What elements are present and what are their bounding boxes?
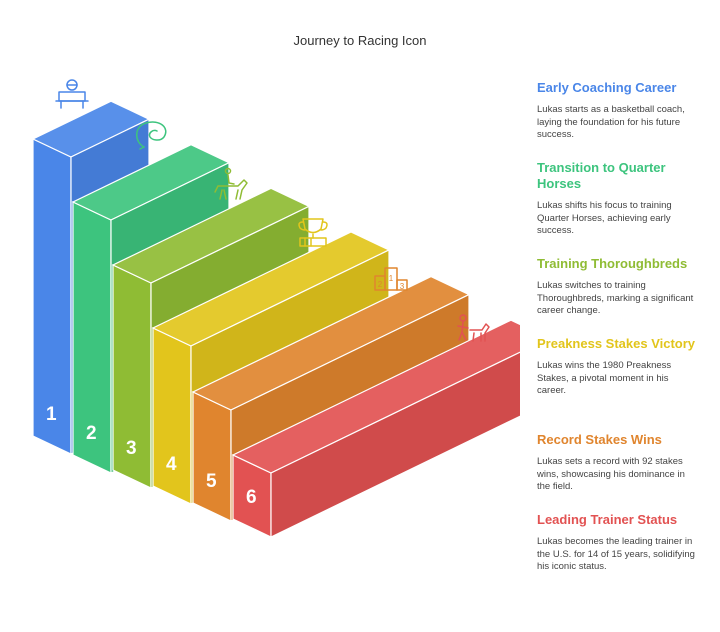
step-heading: Leading Trainer Status — [537, 512, 678, 527]
step-front-face — [152, 327, 192, 505]
step-number: 1 — [46, 404, 57, 425]
podium-place-label: 3 — [400, 282, 405, 291]
step-front-face — [192, 391, 232, 522]
step-number: 5 — [206, 471, 217, 492]
coach-podium-icon — [55, 79, 89, 109]
step-heading: Transition to Quarter Horses — [537, 160, 666, 191]
step-description: Lukas starts as a basketball coach, layi… — [537, 104, 685, 140]
step-heading: Record Stakes Wins — [537, 432, 662, 447]
step-description: Lukas shifts his focus to training Quart… — [537, 200, 672, 236]
step-description: Lukas sets a record with 92 stakes wins,… — [537, 456, 685, 492]
stair-step-6: 6 — [231, 319, 520, 538]
step-description: Lukas becomes the leading trainer in the… — [537, 536, 695, 572]
step-number: 4 — [166, 454, 177, 475]
step-heading: Training Thoroughbreds — [537, 256, 688, 271]
step-heading: Early Coaching Career — [537, 80, 677, 95]
podium-place-label: 1 — [389, 274, 394, 283]
horse-rider-icon — [214, 167, 248, 200]
winners-podium-icon: 213 — [374, 267, 408, 291]
horseshoe-icon — [136, 121, 167, 150]
trainer-horse-icon — [457, 314, 490, 342]
podium-place-label: 2 — [378, 280, 383, 289]
step-number: 6 — [246, 487, 257, 508]
step-top-face — [231, 319, 520, 474]
step-number: 3 — [126, 438, 137, 459]
trophy-icon — [298, 218, 328, 247]
diagram-title: Journey to Racing Icon — [293, 33, 427, 48]
step-heading: Preakness Stakes Victory — [537, 336, 696, 351]
step-description: Lukas switches to training Thoroughbreds… — [537, 280, 694, 316]
step-description: Lukas wins the 1980 Preakness Stakes, a … — [537, 360, 672, 396]
step-number: 2 — [86, 423, 97, 444]
step-side-face — [270, 351, 520, 538]
